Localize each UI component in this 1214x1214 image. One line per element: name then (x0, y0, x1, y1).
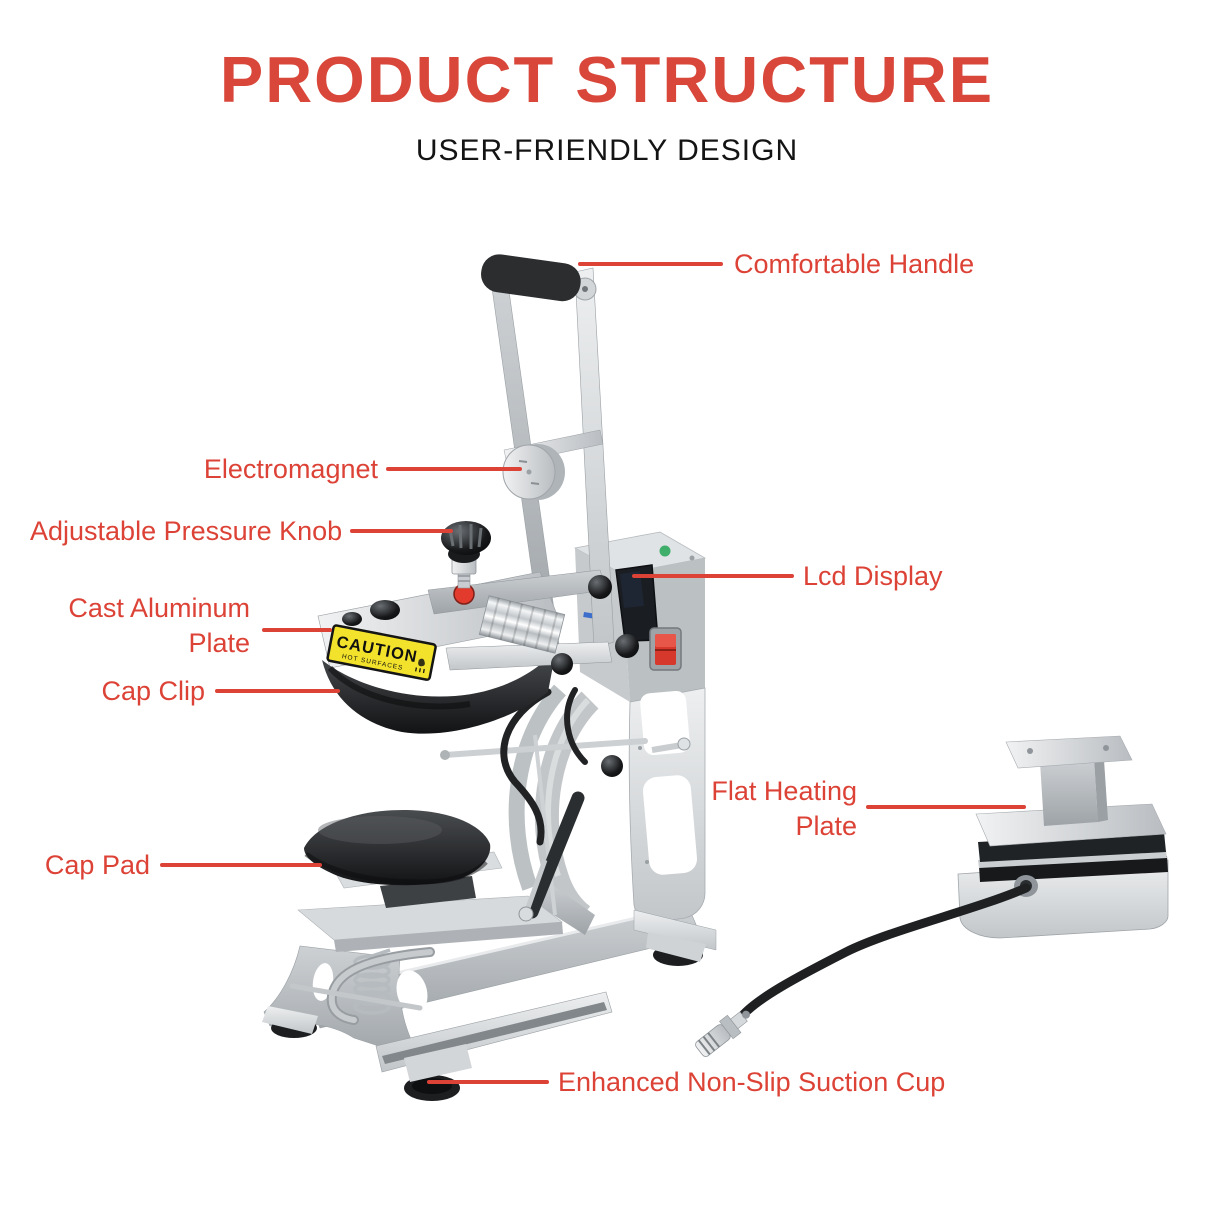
cap-clip (322, 650, 556, 734)
enhanced-suction-cup-line (427, 1080, 549, 1084)
electromagnet-disc (502, 444, 565, 500)
cap-pad (304, 810, 503, 908)
label-adjustable-pressure-knob: Adjustable Pressure Knob (30, 516, 343, 546)
handle-corner-screw (582, 286, 588, 292)
power-cable (737, 883, 1031, 1021)
handle-foam-grip[interactable] (479, 252, 583, 304)
leg-cutout-upper (640, 690, 690, 756)
flat-plate-gasket-mid (978, 850, 1167, 868)
cast-aluminum-plate-line (262, 628, 332, 632)
lcd-glare (620, 571, 644, 608)
caution-label: CAUTION HOT SURFACES (326, 624, 437, 681)
rail-front-bracket (404, 1044, 472, 1082)
wire-loop-a (500, 688, 552, 846)
cable-connector (695, 1010, 751, 1057)
label-cap-pad: Cap Pad (44, 850, 150, 880)
damper-bolt (518, 906, 534, 922)
body-screw (689, 555, 695, 561)
handle-bar-right (574, 267, 615, 649)
hot-surface-icon (415, 658, 425, 674)
leg-bolt (651, 742, 683, 753)
flat-heating-plate-line (866, 805, 1026, 809)
cap-pad-line (160, 863, 322, 867)
flat-plate-column (1040, 758, 1098, 826)
power-indicator-green (659, 545, 671, 557)
label-cap-clip: Cap Clip (101, 676, 205, 706)
label-comfortable-handle: Comfortable Handle (734, 249, 975, 279)
label-lcd-display: Lcd Display (803, 561, 943, 591)
chrome-spring-cylinder (478, 595, 566, 654)
leg-bolt-head (677, 737, 691, 751)
flat-heating-plate-attachment (695, 735, 1169, 1057)
pressure-knob[interactable] (441, 521, 491, 589)
power-switch[interactable] (649, 627, 682, 671)
leg-cutout-lower (642, 775, 698, 875)
comfortable-handle-line (578, 262, 723, 266)
electromagnet-line (386, 467, 522, 471)
rail-front-channel (382, 1002, 607, 1064)
label-flat-heating-plate: Flat Heating Plate (711, 776, 857, 841)
rail-right (633, 909, 717, 951)
press-arm-assembly (427, 569, 613, 671)
label-enhanced-suction-cup: Enhanced Non-Slip Suction Cup (558, 1067, 946, 1097)
flat-plate-mount (1005, 735, 1133, 769)
rail-right-bracket (646, 932, 706, 962)
plate-knob-large[interactable] (370, 600, 400, 620)
page-title: PRODUCT STRUCTURE (219, 43, 995, 116)
plate-knob-small[interactable] (342, 612, 362, 626)
label-electromagnet: Electromagnet (203, 454, 378, 484)
adjustable-pressure-knob-line (350, 529, 453, 533)
press-rod (442, 738, 648, 758)
label-cast-aluminum-plate: Cast Aluminum Plate (68, 593, 250, 658)
wire-loop-b (564, 687, 588, 765)
gas-damper (525, 791, 585, 919)
right-leg (628, 687, 706, 923)
cap-press-machine: CAUTION HOT SURFACES (262, 252, 717, 1101)
pad-cushion (304, 810, 491, 886)
cap-clip-line (215, 689, 340, 693)
pivot-knobs (551, 575, 639, 777)
base-rod (289, 983, 423, 1011)
page-subtitle: USER-FRIENDLY DESIGN (415, 134, 799, 167)
left-foot-bracket (262, 1006, 318, 1034)
lcd-display-line (632, 574, 794, 578)
